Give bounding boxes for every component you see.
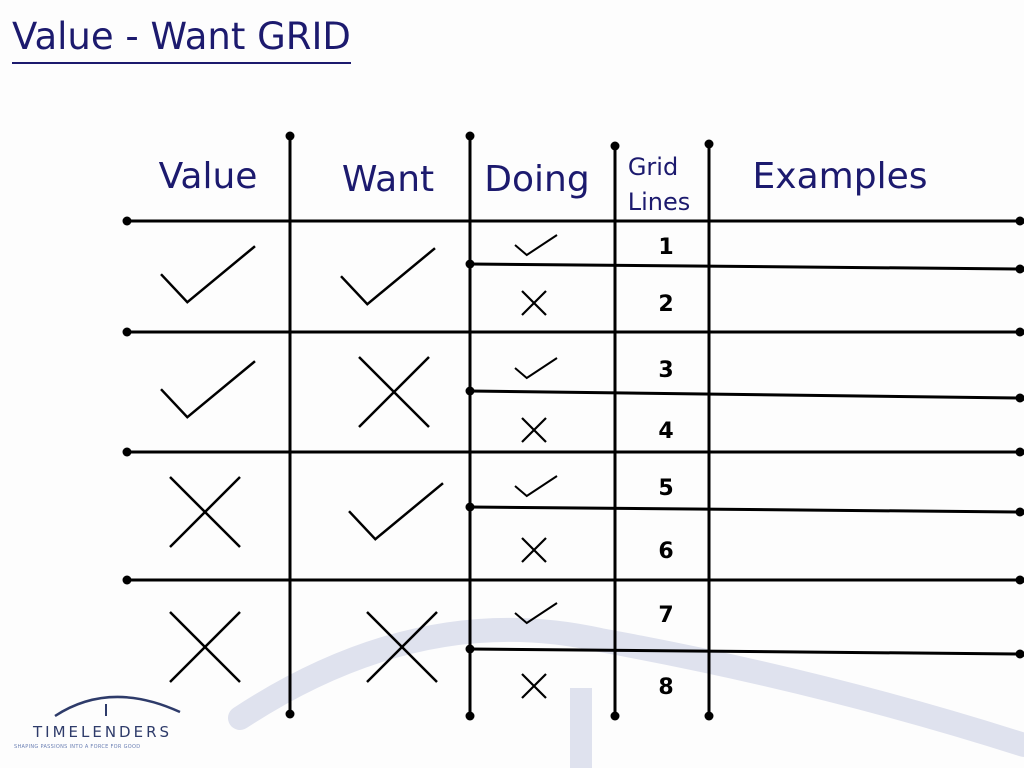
line-endpoint-dot [704,711,714,721]
logo-name: TIMELENDERS [33,723,173,741]
check-icon [160,245,256,304]
header-doing: Doing [484,159,589,200]
cross-icon [169,476,241,548]
cross-icon [358,356,430,428]
grid-line-number: 1 [658,235,673,260]
row-marks [160,245,444,683]
logo-tagline: SHAPING PASSIONS INTO A FORCE FOR GOOD [14,744,141,750]
line-endpoint-dot [465,644,475,654]
watermark-post [570,688,592,768]
line-endpoint-dot [465,259,475,269]
cross-stroke [521,537,547,563]
header-grid: Grid [628,153,678,181]
watermark-swoosh [228,617,1024,768]
check-icon [160,360,256,419]
line-endpoint-dot [465,131,475,141]
check-icon [514,602,558,625]
check-icon [348,482,444,541]
line-endpoint-dot [1015,575,1024,585]
check-icon [514,357,558,380]
cross-stroke [169,476,241,548]
slide-title: Value - Want GRID [12,14,351,64]
sub-row-separator [469,647,1021,656]
sub-row-separator [469,262,1021,271]
cross-stroke [521,673,547,699]
grid-lines [122,131,1024,721]
header-examples: Examples [753,156,928,197]
cross-icon [521,290,547,316]
header-want: Want [342,159,434,200]
cross-icon [366,611,438,683]
grid-line-number: 3 [658,358,673,383]
doing-marks [514,234,558,699]
line-endpoint-dot [1015,447,1024,457]
check-icon [514,475,558,498]
logo-arc-icon [54,695,181,718]
check-icon [340,247,436,306]
header-value: Value [159,156,258,197]
line-endpoint-dot [122,327,132,337]
cross-stroke [169,611,241,683]
line-endpoint-dot [610,711,620,721]
line-endpoint-dot [122,447,132,457]
line-endpoint-dot [122,216,132,226]
line-endpoint-dot [1015,507,1024,517]
line-endpoint-dot [704,139,714,149]
cross-stroke [366,611,438,683]
line-endpoint-dot [465,386,475,396]
watermark-arc [228,617,1024,757]
line-endpoint-dot [285,709,295,719]
grid-line-number: 7 [658,603,673,628]
check-icon [514,234,558,257]
cross-icon [521,417,547,443]
grid-line-number: 4 [658,419,673,444]
cross-icon [521,673,547,699]
column-headers: Value Want Doing Grid Lines Examples [159,153,928,216]
line-endpoint-dot [1015,327,1024,337]
logo-mark [54,695,181,718]
header-lines: Lines [628,188,691,216]
line-endpoint-dot [1015,393,1024,403]
sub-row-separator [469,389,1021,400]
cross-stroke [358,356,430,428]
line-numbers: 1 2 3 4 5 6 7 8 [658,235,673,700]
cross-icon [521,537,547,563]
cross-stroke [521,290,547,316]
line-endpoint-dot [122,575,132,585]
line-endpoint-dot [465,711,475,721]
line-endpoint-dot [610,141,620,151]
grid-line-number: 5 [658,476,673,501]
grid-line-number: 8 [658,675,673,700]
grid-line-number: 6 [658,539,673,564]
line-endpoint-dot [1015,264,1024,274]
line-endpoint-dot [285,131,295,141]
cross-icon [169,611,241,683]
sub-row-separator [469,505,1021,514]
line-endpoint-dot [465,502,475,512]
line-endpoint-dot [1015,649,1024,659]
cross-stroke [521,417,547,443]
grid-line-number: 2 [658,292,673,317]
line-endpoint-dot [1015,216,1024,226]
